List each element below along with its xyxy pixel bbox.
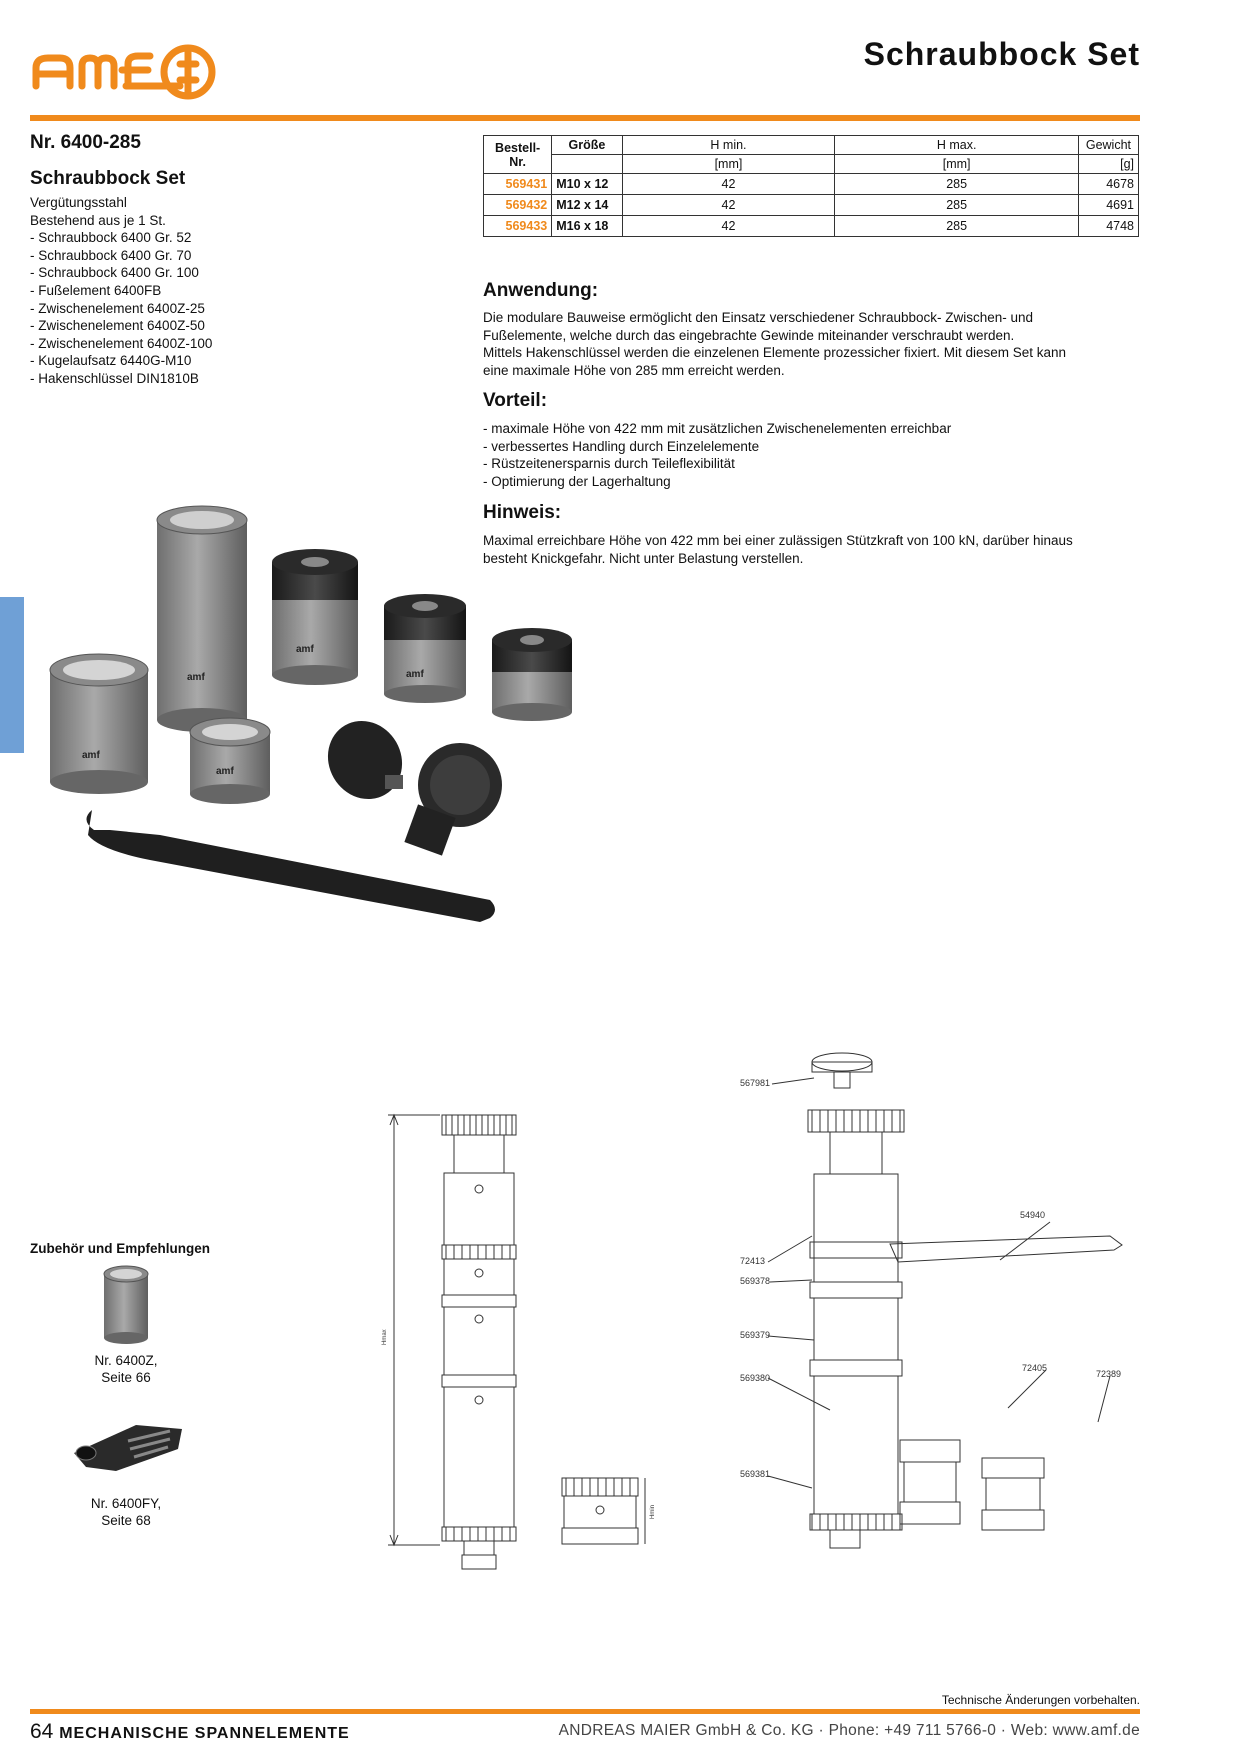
size-cell: M16 x 18 [551, 215, 623, 237]
product-number: Nr. 6400-285 [30, 132, 141, 153]
hinweis-text: Maximal erreichbare Höhe von 422 mm bei … [483, 532, 1143, 567]
anwendung-text: Die modulare Bauweise ermöglicht den Ein… [483, 309, 1143, 379]
list-item: - Schraubbock 6400 Gr. 52 [30, 230, 192, 246]
header-divider [30, 115, 1140, 121]
table-row: 569431 M10 x 12 42 285 4678 [482, 173, 1140, 195]
page-number: 64 [30, 1720, 54, 1743]
part-label: 569379 [740, 1330, 770, 1340]
col-weight: Gewicht [1077, 135, 1140, 155]
accessory-caption[interactable]: Nr. 6400Z, Seite 66 [66, 1352, 186, 1386]
col-hmax: H max. [834, 135, 1079, 155]
table-units-row: [mm] [mm] [g] [484, 154, 1140, 174]
caption-line: Nr. 6400FY, [90, 1496, 162, 1511]
photo-logo-label: amf [296, 644, 314, 655]
part-label: 72405 [1022, 1363, 1047, 1373]
paragraph-line: Mittels Hakenschlüssel werden die einzel… [483, 345, 1067, 361]
caption-line: Seite 68 [101, 1513, 151, 1528]
paragraph-line: eine maximale Höhe von 285 mm erreicht w… [483, 362, 785, 378]
section-name: MECHANISCHE SPANNELEMENTE [59, 1725, 350, 1742]
list-item: - maximale Höhe von 422 mm mit zusätzlic… [483, 421, 952, 436]
part-label: 569381 [740, 1469, 770, 1479]
size-cell: M12 x 14 [551, 194, 623, 216]
hmax-cell: 285 [834, 215, 1079, 237]
unit-hmin: [mm] [621, 154, 836, 174]
spec-table: Bestell- Nr. Größe H min. H max. Gewicht… [482, 135, 1140, 237]
hinweis-heading: Hinweis: [483, 502, 562, 523]
list-item: - Kugelaufsatz 6440G-M10 [30, 353, 192, 369]
caption-line: Nr. 6400Z, [94, 1353, 158, 1368]
caption-line: Seite 66 [101, 1370, 151, 1385]
table-row: 569432 M12 x 14 42 285 4691 [482, 194, 1140, 216]
paragraph-line: Maximal erreichbare Höhe von 422 mm bei … [483, 533, 1073, 548]
part-label: 72389 [1096, 1369, 1121, 1379]
company-info: ANDREAS MAIER GmbH & Co. KG · Phone: +49… [558, 1722, 1140, 1739]
weight-cell: 4748 [1077, 215, 1140, 237]
vorteil-text: - maximale Höhe von 422 mm mit zusätzlic… [483, 420, 1143, 490]
part-label: 567981 [740, 1078, 770, 1088]
accessory-image-6400fy[interactable] [66, 1415, 186, 1475]
product-description: Vergütungsstahl Bestehend aus je 1 St. -… [30, 194, 212, 388]
unit-hmax: [mm] [834, 154, 1079, 174]
part-label: 569378 [740, 1276, 770, 1286]
list-item: - Fußelement 6400FB [30, 282, 162, 298]
list-item: - Zwischenelement 6400Z-25 [30, 300, 205, 316]
col-hmin: H min. [621, 135, 836, 155]
hmax-cell: 285 [834, 173, 1079, 195]
hmin-label: Hmin [650, 1505, 656, 1519]
paragraph-line: besteht Knickgefahr. Nicht unter Belastu… [483, 550, 804, 566]
list-item: - Zwischenelement 6400Z-100 [30, 335, 213, 351]
col-order-nr: Bestell- Nr. [482, 135, 553, 174]
photo-logo-label: amf [187, 672, 205, 683]
list-item: - Hakenschlüssel DIN1810B [30, 370, 199, 386]
list-item: - Optimierung der Lagerhaltung [483, 473, 671, 489]
accessory-image-6400z[interactable] [96, 1262, 156, 1346]
list-item: - Schraubbock 6400 Gr. 100 [30, 265, 199, 281]
table-header-row: Bestell- Nr. Größe H min. H max. Gewicht [482, 135, 1140, 174]
anwendung-heading: Anwendung: [483, 280, 599, 301]
product-name: Schraubbock Set [30, 168, 186, 189]
paragraph-line: Fußelemente, welche durch das eingebrach… [483, 327, 1015, 343]
hmin-cell: 42 [621, 173, 836, 195]
technical-drawing-exploded: 567981 54940 72413 569378 569379 569380 … [730, 1040, 1130, 1590]
amf-logo [30, 34, 220, 104]
part-label: 569380 [740, 1373, 770, 1383]
hmin-cell: 42 [621, 215, 836, 237]
accessories-title: Zubehör und Empfehlungen [30, 1241, 210, 1256]
weight-cell: 4678 [1077, 173, 1140, 195]
list-item: - Schraubbock 6400 Gr. 70 [30, 247, 192, 263]
technical-drawing-assembly: Hmax Hmin [380, 1105, 680, 1585]
unit-weight: [g] [1077, 154, 1140, 174]
list-item: - Zwischenelement 6400Z-50 [30, 318, 205, 334]
order-number[interactable]: 569431 [482, 173, 553, 195]
technical-note: Technische Änderungen vorbehalten. [941, 1693, 1140, 1707]
weight-cell: 4691 [1077, 194, 1140, 216]
photo-logo-label: amf [406, 669, 424, 680]
page-title: Schraubbock Set [863, 36, 1140, 72]
hmin-cell: 42 [621, 194, 836, 216]
consists-of-text: Bestehend aus je 1 St. [30, 212, 166, 228]
order-number[interactable]: 569432 [482, 194, 553, 216]
photo-logo-label: amf [82, 750, 100, 761]
list-item: - Rüstzeitenersparnis durch Teileflexibi… [483, 456, 735, 472]
order-number[interactable]: 569433 [482, 215, 553, 237]
footer-section: 64 MECHANISCHE SPANNELEMENTE [30, 1720, 350, 1744]
unit-size [551, 154, 623, 174]
material-text: Vergütungsstahl [30, 195, 127, 210]
size-cell: M10 x 12 [551, 173, 623, 195]
footer-divider [30, 1709, 1140, 1714]
accessory-caption[interactable]: Nr. 6400FY, Seite 68 [66, 1495, 186, 1529]
side-tab-marker [0, 597, 24, 753]
hmax-cell: 285 [834, 194, 1079, 216]
product-photo: amf amf amf amf amf [40, 490, 610, 930]
list-item: - verbessertes Handling durch Einzelelem… [483, 438, 760, 454]
vorteil-heading: Vorteil: [483, 390, 548, 411]
hmax-label: Hmax [382, 1329, 388, 1345]
col-size: Größe [551, 135, 623, 155]
part-label: 72413 [740, 1256, 765, 1266]
part-label: 54940 [1020, 1210, 1045, 1220]
table-row: 569433 M16 x 18 42 285 4748 [482, 215, 1140, 237]
photo-logo-label: amf [216, 766, 234, 777]
paragraph-line: Die modulare Bauweise ermöglicht den Ein… [483, 310, 1034, 325]
